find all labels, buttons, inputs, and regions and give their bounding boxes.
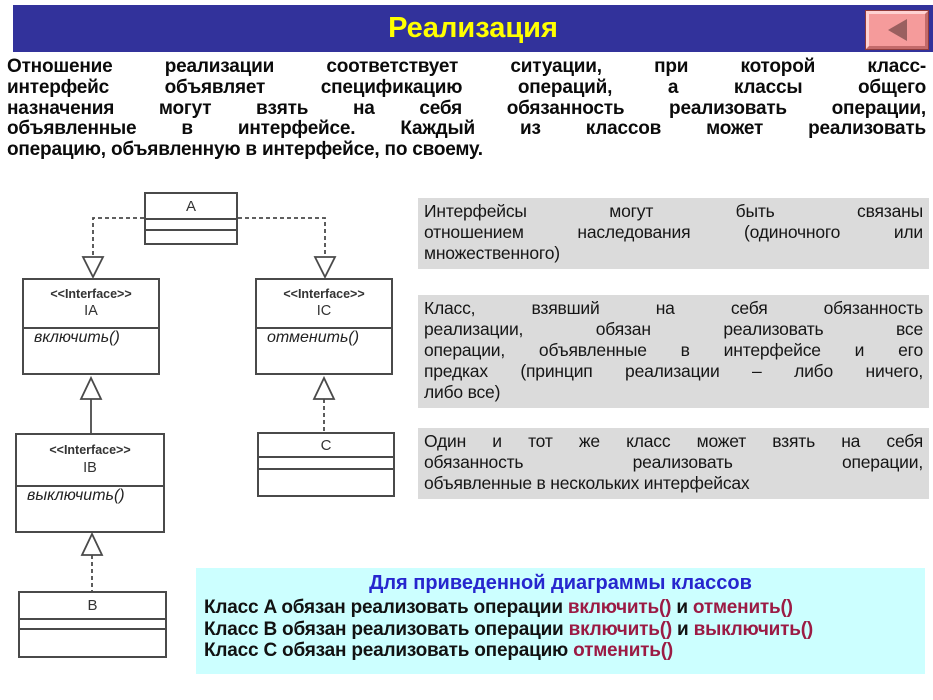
class-box-b: B [18, 591, 167, 658]
realization-arrow-a-ia [81, 217, 144, 280]
interface-box-ia: <<Interface>> IA включить() [22, 278, 160, 375]
back-arrow-icon [887, 19, 907, 41]
interface-ic-name: IC [316, 303, 332, 320]
realization-arrow-a-ic [238, 217, 337, 280]
class-b-attributes-row [20, 620, 165, 630]
header-bar: Реализация [13, 5, 933, 52]
interface-box-ic: <<Interface>> IC отменить() [255, 278, 393, 375]
class-c-attributes-row [259, 458, 393, 470]
class-a-name: A [146, 194, 236, 220]
interface-ib-name: IB [83, 459, 97, 476]
interface-ic-stereotype: <<Interface>> [283, 286, 365, 301]
interface-ic-header: <<Interface>> IC [257, 280, 391, 329]
class-box-a: A [144, 192, 238, 245]
interface-ic-operation: отменить() [267, 329, 360, 346]
diagram-connectors [79, 217, 337, 591]
class-c-name: C [259, 434, 393, 458]
interface-ia-header: <<Interface>> IA [24, 280, 158, 329]
summary-line-class-a: Класс A обязан реализовать операции вклю… [204, 597, 793, 618]
interface-ib-operation: выключить() [27, 487, 125, 504]
interface-ib-header: <<Interface>> IB [17, 435, 163, 487]
intro-paragraph: Отношение реализации соответствует ситуа… [7, 56, 926, 161]
interface-ia-operation: включить() [34, 329, 120, 346]
uml-class-diagram: A <<Interface>> IA включить() <<Interfac… [0, 185, 412, 675]
class-box-c: C [257, 432, 395, 497]
page-title: Реализация [388, 12, 558, 44]
class-b-name: B [20, 593, 165, 620]
class-a-attributes-row [146, 220, 236, 231]
generalization-arrow-ib-ia [79, 375, 103, 433]
summary-line-class-b: Класс B обязан реализовать операции вклю… [204, 618, 813, 640]
summary-box: Для приведенной диаграммы классов Класс … [196, 568, 925, 674]
interface-ia-stereotype: <<Interface>> [50, 286, 132, 301]
back-button[interactable] [865, 10, 929, 50]
realization-arrow-b-ib [80, 531, 104, 591]
summary-line-class-c: Класс C обязан реализовать операцию отме… [204, 640, 674, 661]
interface-box-ib: <<Interface>> IB выключить() [15, 433, 165, 533]
interface-ia-name: IA [84, 303, 98, 320]
realization-arrow-c-ic [312, 375, 336, 432]
summary-title: Для приведенной диаграммы классов [369, 572, 752, 594]
interface-ib-stereotype: <<Interface>> [49, 443, 131, 458]
